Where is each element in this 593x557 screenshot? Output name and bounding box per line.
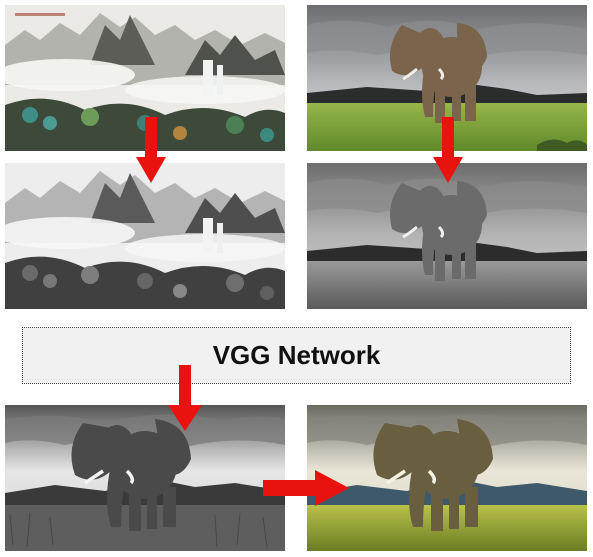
arrow-down-icon [168,365,202,431]
landscape-painting-gray-image [5,163,285,309]
arrow-down-icon [136,117,166,183]
arrow-right-icon [263,470,349,506]
vgg-network-box: VGG Network [22,327,571,384]
elephant-photo-gray-image [307,163,587,309]
arrow-down-icon [433,117,463,183]
vgg-network-label: VGG Network [212,340,381,370]
stylized-output-gray-image [5,405,285,551]
stylized-output-color-image [307,405,587,551]
